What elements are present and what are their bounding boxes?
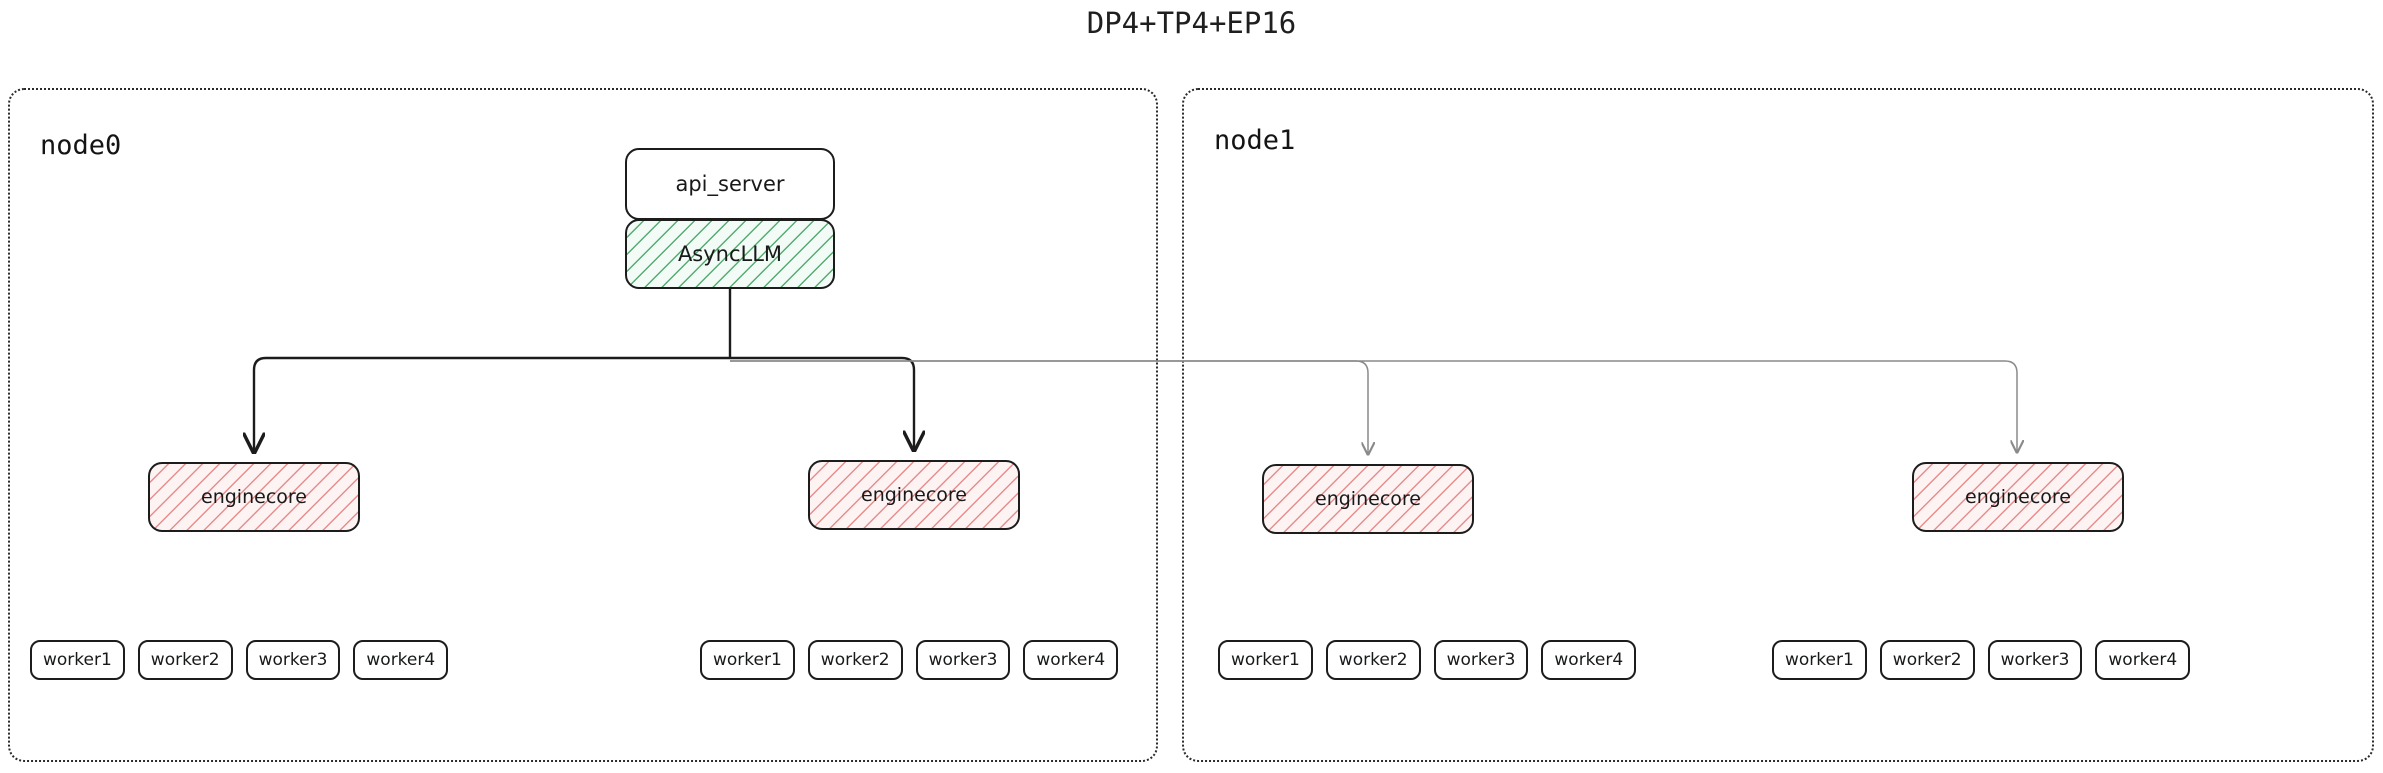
node-worker[interactable]: worker2 [1879, 640, 1975, 680]
node-enginecore[interactable]: enginecore [148, 462, 360, 532]
page-title: DP4+TP4+EP16 [1086, 6, 1297, 40]
node-worker[interactable]: worker4 [1023, 640, 1119, 680]
worker-group: worker1 worker2 worker3 worker4 [30, 640, 449, 680]
node-worker[interactable]: worker2 [1325, 640, 1421, 680]
node-worker[interactable]: worker1 [700, 640, 795, 680]
worker-group: worker1 worker2 worker3 worker4 [700, 640, 1119, 680]
node-worker[interactable]: worker4 [1541, 640, 1637, 680]
cluster-node0-label: node0 [40, 130, 122, 161]
node-worker[interactable]: worker2 [137, 640, 233, 680]
worker-group: worker1 worker2 worker3 worker4 [1772, 640, 2191, 680]
node-enginecore[interactable]: enginecore [1262, 464, 1474, 534]
node-async-llm[interactable]: AsyncLLM [625, 219, 835, 289]
node-worker[interactable]: worker3 [915, 640, 1011, 680]
node-enginecore[interactable]: enginecore [808, 460, 1020, 530]
node-worker[interactable]: worker2 [807, 640, 903, 680]
node-worker[interactable]: worker1 [30, 640, 125, 680]
node-worker[interactable]: worker3 [1433, 640, 1529, 680]
node-enginecore[interactable]: enginecore [1912, 462, 2124, 532]
node-worker[interactable]: worker4 [353, 640, 449, 680]
node-worker[interactable]: worker4 [2095, 640, 2191, 680]
worker-group: worker1 worker2 worker3 worker4 [1218, 640, 1637, 680]
node-worker[interactable]: worker1 [1772, 640, 1867, 680]
node-worker[interactable]: worker1 [1218, 640, 1313, 680]
node-worker[interactable]: worker3 [245, 640, 341, 680]
node-worker[interactable]: worker3 [1987, 640, 2083, 680]
cluster-node1-label: node1 [1214, 125, 1296, 156]
node-api-server[interactable]: api_server [625, 148, 835, 220]
